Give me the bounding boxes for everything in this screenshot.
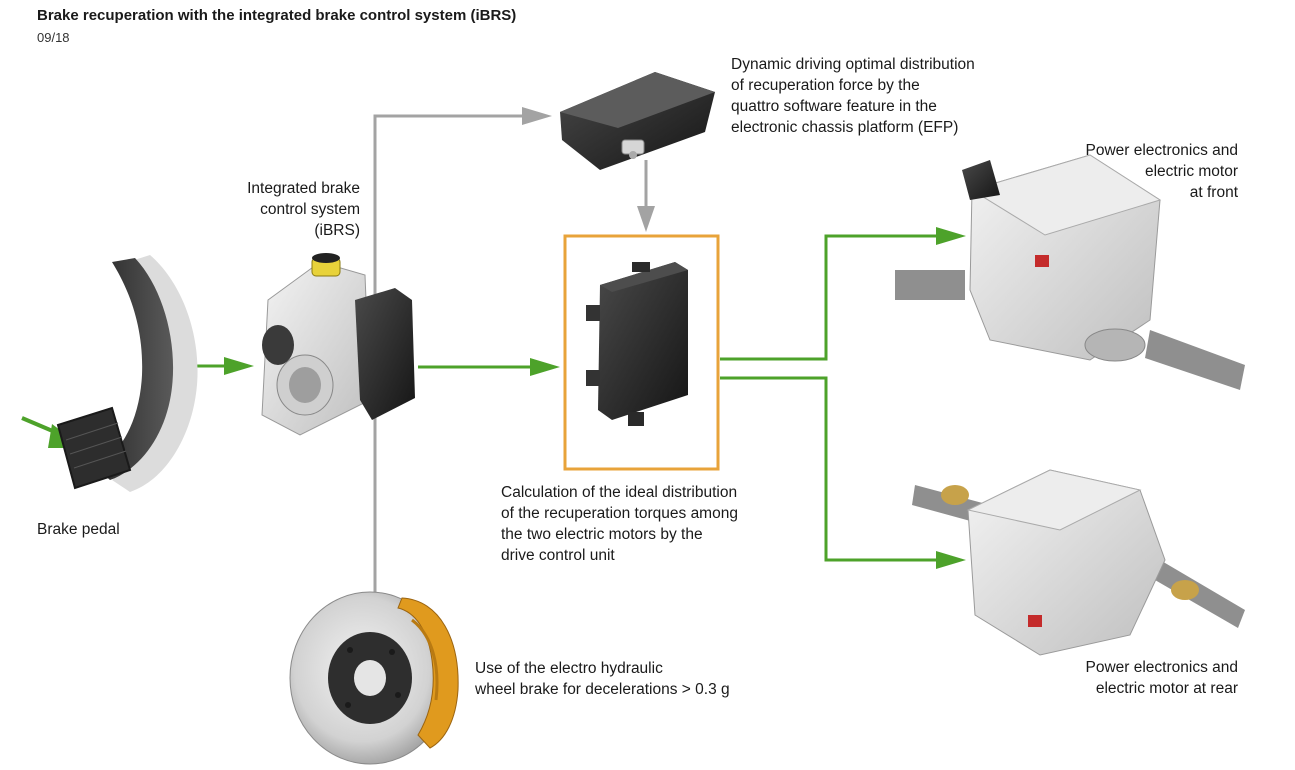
green-arrow-ecu-to-rear-motor (720, 376, 966, 569)
grey-arrowhead-to-ecu (637, 206, 655, 232)
wheel-brake-image (289, 591, 459, 765)
publication-date: 09/18 (37, 30, 70, 45)
grey-connector-ibrs-to-efp (373, 114, 528, 595)
grey-arrowhead-to-efp (522, 107, 552, 125)
efp-control-unit-image (560, 72, 715, 170)
green-arrow-ecu-to-front-motor (720, 227, 966, 361)
page-title: Brake recuperation with the integrated b… (37, 7, 517, 24)
rear-motor-image (912, 469, 1245, 656)
brake-pedal-label: Brake pedal (37, 521, 120, 538)
ecu-highlight-box (563, 234, 720, 471)
green-arrow-ibrs-to-ecu (418, 358, 560, 376)
front-motor-image (895, 154, 1245, 390)
ibrs-unit-image (261, 253, 415, 436)
brake-pedal-image (56, 255, 198, 492)
drive-control-unit-image (586, 262, 688, 426)
